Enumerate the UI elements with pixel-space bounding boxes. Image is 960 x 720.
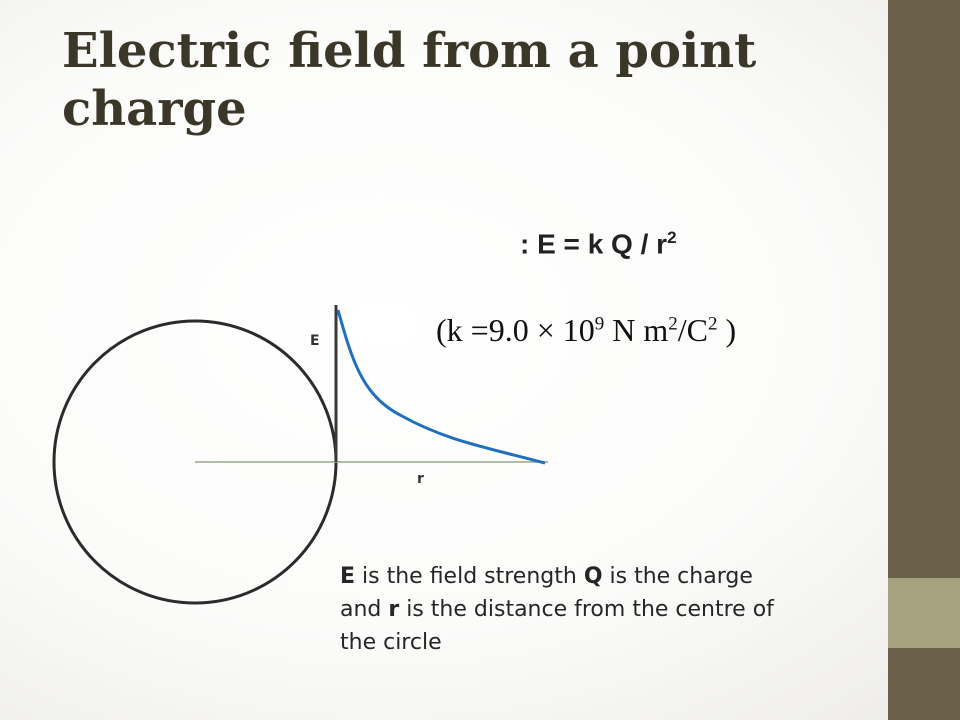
r-axis-label: r — [417, 471, 424, 487]
constant-exp-1: 9 — [594, 313, 605, 335]
constant-part-4: ) — [717, 312, 737, 348]
desc-symbol-e: E — [340, 564, 356, 589]
desc-text-2: is the charge and — [340, 564, 753, 622]
constant-part-2: N m — [604, 312, 669, 348]
coulomb-constant: (k =9.0 × 109 N m2/C2 ) — [436, 312, 736, 349]
field-strength-curve — [336, 309, 546, 465]
desc-text-3: is the distance from the centre of the c… — [340, 597, 774, 655]
constant-exp-2: 2 — [668, 313, 678, 335]
slide-title: Electric field from a point charge — [62, 23, 757, 137]
formula-text: : E = k Q / r — [520, 228, 668, 260]
coulomb-formula: : E = k Q / r2 — [520, 228, 677, 260]
formula-exponent: 2 — [667, 228, 677, 247]
constant-part-1: (k =9.0 × 10 — [436, 312, 595, 348]
sidebar-accent-block — [888, 578, 960, 648]
desc-symbol-r: r — [388, 597, 400, 622]
description-text: E is the field strength Q is the charge … — [340, 560, 800, 659]
e-axis-label: E — [310, 333, 320, 349]
desc-symbol-q: Q — [583, 564, 603, 589]
constant-part-3: /C — [677, 312, 708, 348]
constant-exp-3: 2 — [707, 313, 718, 335]
desc-text-1: is the field strength — [355, 564, 584, 589]
